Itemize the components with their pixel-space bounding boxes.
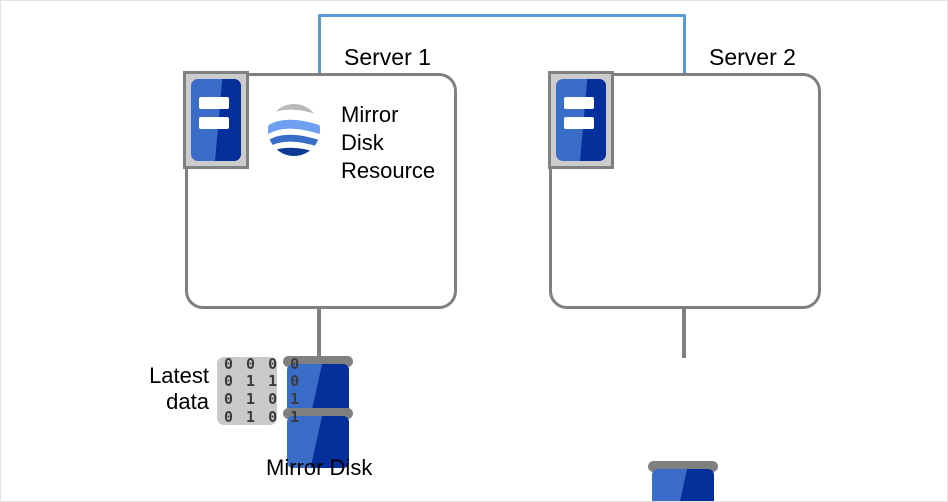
latest-data-label: Latest data: [149, 363, 209, 415]
server-icon-bar-bottom: [564, 116, 594, 130]
disk-plate-top: [283, 356, 353, 367]
server-1-disk-connector: [317, 308, 321, 358]
data-chip-row: 0 0 0 0: [224, 354, 302, 373]
latest-data-chip: 0 0 0 0 0 1 1 0 0 1 0 1 0 1 0 1: [217, 354, 302, 426]
server-icon: [183, 71, 249, 169]
server-icon-bar-bottom: [199, 116, 229, 130]
data-chip-row: 0 1 1 0: [224, 372, 302, 391]
server-icon-body: [191, 79, 241, 161]
server-2-disk-icon: [648, 461, 718, 501]
server-1-disk-icon: [283, 356, 353, 468]
server-1-label: Server 1: [344, 44, 431, 70]
globe-icon: [268, 104, 320, 156]
server-icon-body: [556, 79, 606, 161]
server-icon-bar-top: [564, 97, 594, 110]
disk-slab-shading: [675, 469, 714, 501]
server-2-disk-connector: [682, 308, 686, 358]
server-icon: [548, 71, 614, 169]
mirror-disk-label: Mirror Disk: [266, 455, 373, 480]
server-2-label: Server 2: [709, 44, 796, 70]
data-chip-row: 0 1 0 1: [224, 407, 302, 426]
disk-slab-bottom: [287, 416, 349, 468]
mirror-connect-link: [318, 14, 686, 76]
server-icon-bar-top: [199, 97, 229, 110]
disk-slab-top: [287, 364, 349, 416]
mirror-disk-resource-label: Mirror Disk Resource: [341, 102, 436, 183]
data-chip-row: 0 1 0 1: [224, 390, 302, 408]
mirror-disk-resource-group: Mirror Disk Resource: [267, 101, 447, 193]
disk-plate-middle: [283, 408, 353, 419]
disk-slab-top: [652, 469, 714, 501]
disk-plate-top: [648, 461, 718, 472]
